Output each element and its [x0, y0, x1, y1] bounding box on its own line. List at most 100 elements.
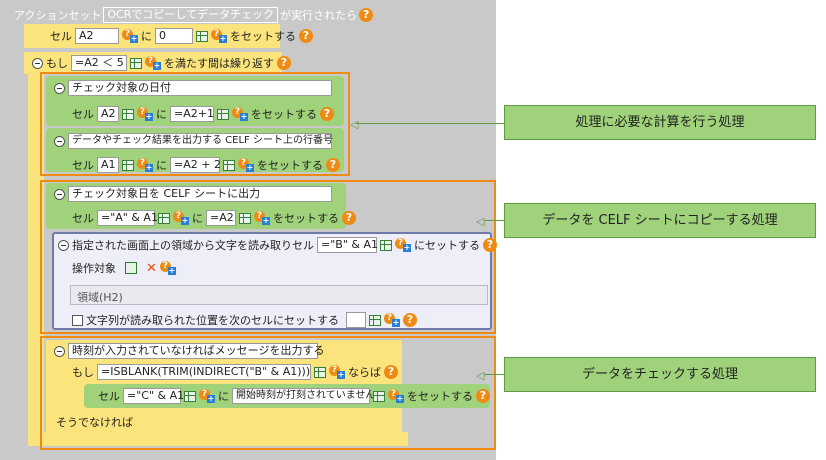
group-title-field[interactable]: チェック対象日を CELF シートに出力	[68, 186, 332, 202]
help-add-icon[interactable]: ?+	[137, 107, 153, 121]
action-set-name[interactable]: OCRでコピーしてデータチェック	[103, 7, 279, 23]
while-row: もし =A2 ＜ 5 ?+ を満たす間は繰り返す ?	[32, 55, 291, 71]
help-icon[interactable]: ?	[277, 56, 291, 70]
help-icon[interactable]: ?	[384, 365, 398, 379]
cell-label: セル	[98, 390, 120, 403]
set-date-row: セル A2 ?+ に =A2+1 ?+ をセットする ?	[72, 106, 334, 122]
help-icon[interactable]: ?	[483, 238, 497, 252]
help-add-icon[interactable]: ?+	[232, 107, 248, 121]
set-copy-row: セル ="A" & A1 ?+ に =A2 ?+ をセットする ?	[72, 210, 356, 226]
cell-field[interactable]: A2	[97, 106, 119, 122]
ocr-cell-field[interactable]: ="B" & A1	[317, 237, 378, 253]
condition-field[interactable]: =A2 ＜ 5	[71, 55, 127, 71]
block-calc	[40, 72, 350, 176]
arrowhead-icon: ◁	[476, 369, 485, 382]
cell-select-icon[interactable]	[223, 159, 235, 171]
help-add-icon[interactable]: ?+	[254, 211, 270, 225]
set-cell-row	[24, 24, 280, 48]
group-check-header: 時刻が入力されていなければメッセージを出力する	[54, 343, 324, 359]
cell-select-icon[interactable]	[239, 212, 251, 224]
position-checkbox[interactable]	[72, 314, 83, 326]
cell-select-icon[interactable]	[314, 366, 326, 378]
help-icon[interactable]: ?	[299, 29, 313, 43]
help-add-icon[interactable]: ?+	[329, 365, 345, 379]
collapse-toggle[interactable]	[54, 82, 65, 94]
help-add-icon[interactable]: ?+	[145, 56, 161, 70]
to-label: に	[141, 30, 152, 43]
callout-arrow-3	[484, 374, 504, 375]
to-label: に	[218, 390, 229, 403]
cell-field[interactable]: ="C" & A1	[123, 388, 184, 404]
help-add-icon[interactable]: ?+	[122, 29, 138, 43]
cell-label: セル	[72, 212, 94, 225]
cell-select-icon[interactable]	[369, 314, 381, 326]
callout-arrow-1	[356, 123, 504, 124]
help-icon[interactable]: ?	[359, 8, 374, 22]
cell-field[interactable]: A2	[75, 28, 119, 44]
set-row-number: セル A1 ?+ に =A2 + 2 ?+ をセットする ?	[72, 157, 340, 173]
ocr-suffix: にセットする	[414, 239, 480, 252]
help-add-icon[interactable]: ?+	[199, 389, 215, 403]
help-add-icon[interactable]: ?+	[384, 313, 400, 327]
value-field[interactable]: =A2 + 2	[170, 157, 221, 173]
value-field[interactable]: =A2+1	[170, 106, 214, 122]
help-icon[interactable]: ?	[403, 313, 417, 327]
cell-select-icon[interactable]	[380, 239, 392, 251]
target-label: 操作対象	[72, 262, 116, 275]
help-icon[interactable]: ?	[326, 158, 340, 172]
group-title-field[interactable]: チェック対象の日付	[68, 80, 332, 96]
help-add-icon[interactable]: ?+	[211, 29, 227, 43]
if-row: もし =ISBLANK(TRIM(INDIRECT("B" & A1))) ?+…	[72, 364, 398, 380]
else-label: そうでなければ	[56, 416, 133, 429]
help-add-icon[interactable]: ?+	[395, 238, 411, 252]
cell-label: セル	[72, 108, 94, 121]
set-message-row: セル ="C" & A1 ?+ に 開始時刻が打刻されていません。 ?+ をセッ…	[98, 388, 490, 404]
help-add-icon[interactable]: ?+	[238, 158, 254, 172]
block-check	[40, 336, 496, 450]
collapse-toggle[interactable]	[54, 345, 65, 357]
cell-select-icon[interactable]	[122, 159, 134, 171]
set-suffix: をセットする	[230, 30, 296, 43]
help-add-icon[interactable]: ?+	[388, 389, 404, 403]
ocr-header: 指定された画面上の領域から文字を読み取りセル ="B" & A1 ?+ にセット…	[58, 237, 497, 253]
checkbox-row: 文字列が読み取られた位置を次のセルにセットする ?+ ?	[72, 312, 417, 328]
region-box[interactable]: 領域(H2)	[70, 285, 488, 305]
cell-select-icon[interactable]	[373, 390, 385, 402]
cell-select-icon[interactable]	[184, 390, 196, 402]
condition-field[interactable]: =ISBLANK(TRIM(INDIRECT("B" & A1)))	[97, 364, 311, 380]
collapse-toggle[interactable]	[58, 239, 69, 251]
to-label: に	[192, 212, 203, 225]
ocr-title: 指定された画面上の領域から文字を読み取りセル	[72, 239, 314, 252]
cell-select-icon[interactable]	[130, 57, 142, 69]
ocr-action	[52, 232, 492, 330]
header-suffix: が実行されたら	[280, 9, 358, 22]
group-title-field[interactable]: データやチェック結果を出力する CELF シート上の行番号	[68, 133, 333, 149]
help-add-icon[interactable]: ?+	[173, 211, 189, 225]
cell-select-icon[interactable]	[217, 108, 229, 120]
edit-icon[interactable]	[125, 262, 137, 274]
cell-field[interactable]: ="A" & A1	[97, 210, 158, 226]
group-title-field[interactable]: 時刻が入力されていなければメッセージを出力する	[68, 343, 324, 359]
help-add-icon[interactable]: ?+	[159, 261, 176, 275]
help-icon[interactable]: ?	[476, 389, 490, 403]
value-field[interactable]: =A2	[206, 210, 236, 226]
set-suffix: をセットする	[273, 212, 339, 225]
cell-field[interactable]: A1	[97, 157, 119, 173]
callout-copy: データを CELF シートにコピーする処理	[504, 203, 816, 238]
delete-icon[interactable]: ✕	[146, 260, 157, 276]
value-field[interactable]: 0	[155, 28, 193, 44]
arrowhead-icon: ◁	[350, 118, 359, 131]
set-suffix: をセットする	[407, 390, 473, 403]
if-label: もし	[72, 366, 94, 379]
help-icon[interactable]: ?	[320, 107, 334, 121]
help-add-icon[interactable]: ?+	[137, 158, 153, 172]
cell-select-icon[interactable]	[122, 108, 134, 120]
collapse-toggle[interactable]	[32, 57, 43, 69]
collapse-toggle[interactable]	[54, 135, 65, 147]
position-cell-field[interactable]	[346, 312, 366, 328]
message-field[interactable]: 開始時刻が打刻されていません。	[232, 388, 385, 404]
collapse-toggle[interactable]	[54, 188, 65, 200]
cell-select-icon[interactable]	[158, 212, 170, 224]
cell-select-icon[interactable]	[196, 30, 208, 42]
help-icon[interactable]: ?	[342, 211, 356, 225]
